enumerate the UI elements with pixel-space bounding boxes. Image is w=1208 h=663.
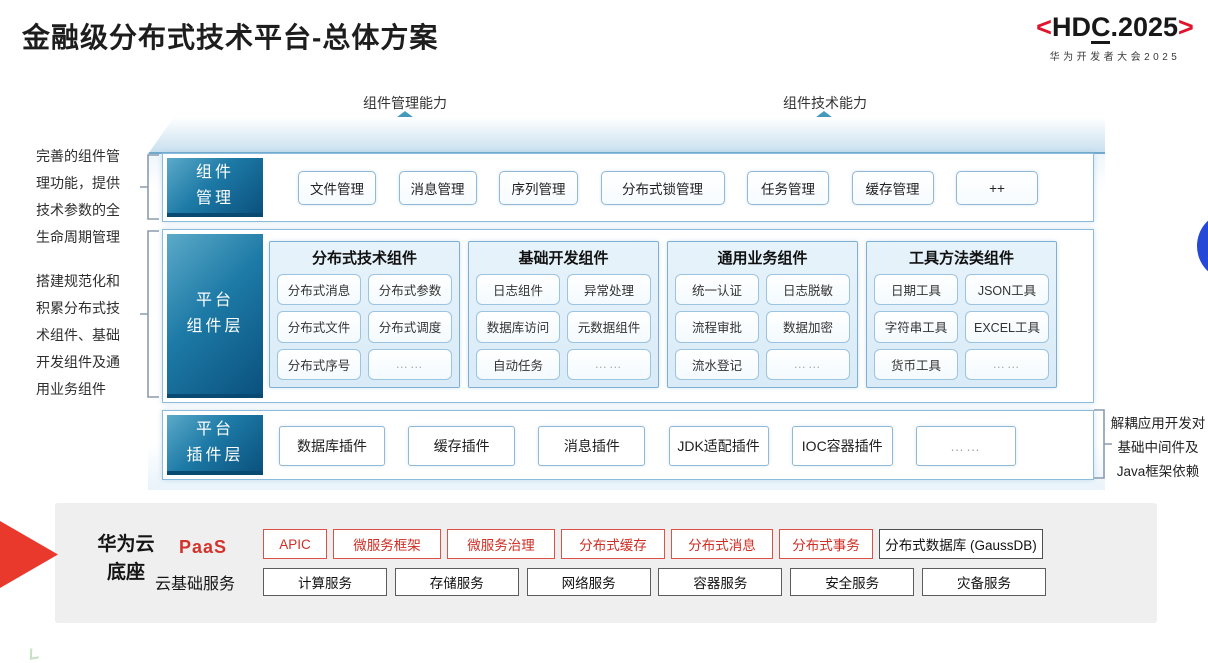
- group-items: 日志组件 异常处理 数据库访问 元数据组件 自动任务 ……: [476, 274, 651, 380]
- logo-subtitle: 华为开发者大会2025: [1049, 52, 1181, 63]
- component-item: 数据库访问: [476, 311, 560, 343]
- component-item: JSON工具: [965, 274, 1049, 306]
- component-mgmt-label: 组件 管理: [167, 158, 263, 217]
- paas-label: PaaS: [179, 537, 228, 557]
- iaas-item: 容器服务: [658, 568, 783, 596]
- red-arrow-icon: [0, 506, 58, 603]
- cloud-basic-services-label: 云基础服务: [155, 576, 236, 593]
- component-item: 货币工具: [874, 348, 958, 380]
- component-item: 日期工具: [874, 274, 958, 306]
- group-items: 日期工具 JSON工具 字符串工具 EXCEL工具 货币工具 ……: [874, 274, 1049, 380]
- paas-item: 分布式消息: [671, 529, 773, 559]
- plugin-item-more: ……: [915, 426, 1016, 466]
- plugin-items: 数据库插件 缓存插件 消息插件 JDK适配插件 IOC容器插件 ……: [279, 426, 1016, 466]
- component-item-more: ……: [965, 348, 1049, 380]
- group-items: 分布式消息 分布式参数 分布式文件 分布式调度 分布式序号 ……: [277, 274, 452, 380]
- iaas-item: 存储服务: [394, 568, 519, 596]
- left-bracket-icon: [140, 230, 159, 398]
- component-item: 统一认证: [675, 274, 759, 306]
- group-utility-methods: 工具方法类组件 日期工具 JSON工具 字符串工具 EXCEL工具 货币工具 ……: [866, 241, 1057, 388]
- logo-text-pre: HD: [1051, 12, 1091, 42]
- paas-item: 分布式缓存: [561, 529, 665, 559]
- component-item: 自动任务: [476, 348, 560, 380]
- plugin-item: 数据库插件: [279, 426, 385, 466]
- mgmt-item: 序列管理: [499, 171, 578, 205]
- component-item: 分布式序号: [277, 348, 361, 380]
- mgmt-item: 消息管理: [398, 171, 477, 205]
- note-platform-components: 搭建规范化和 积累分布式技 术组件、基础 开发组件及通 用业务组件: [36, 273, 120, 397]
- component-item: 日志组件: [476, 274, 560, 306]
- group-distributed-tech: 分布式技术组件 分布式消息 分布式参数 分布式文件 分布式调度 分布式序号 ……: [269, 241, 460, 388]
- tech-capability-label: 组件技术能力: [783, 95, 867, 111]
- group-title: 基础开发组件: [518, 250, 609, 267]
- iaas-item: 安全服务: [790, 568, 915, 596]
- group-basic-dev: 基础开发组件 日志组件 异常处理 数据库访问 元数据组件 自动任务 ……: [468, 241, 659, 388]
- component-item-more: ……: [567, 348, 651, 380]
- plugin-item: 缓存插件: [408, 426, 516, 466]
- note-decoupling: 解耦应用开发对 基础中间件及 Java框架依赖: [1110, 416, 1206, 479]
- right-bracket-icon: [1094, 409, 1112, 479]
- paas-item: 微服务治理: [447, 529, 555, 559]
- component-item: 字符串工具: [874, 311, 958, 343]
- component-item: 流水登记: [675, 348, 759, 380]
- component-item-more: ……: [368, 348, 452, 380]
- cloud-basic-service-items: 计算服务 存储服务 网络服务 容器服务 安全服务 灾备服务: [263, 568, 1046, 596]
- paas-item: 分布式事务: [779, 529, 873, 559]
- component-item: 分布式文件: [277, 311, 361, 343]
- component-item: EXCEL工具: [965, 311, 1049, 343]
- note-component-mgmt: 完善的组件管 理功能，提供 技术参数的全 生命周期管理: [36, 148, 120, 245]
- left-bracket-icon: [140, 154, 159, 220]
- component-item: 分布式参数: [368, 274, 452, 306]
- iaas-item: 计算服务: [263, 568, 387, 596]
- page-title: 金融级分布式技术平台-总体方案: [22, 22, 439, 53]
- logo-text-post: .2025: [1110, 12, 1179, 42]
- platform-components-label: 平台 组件层: [167, 234, 263, 398]
- component-mgmt-items: 文件管理 消息管理 序列管理 分布式锁管理 任务管理 缓存管理 ++: [298, 171, 1038, 205]
- logo-text-underlined: C: [1090, 12, 1111, 44]
- mgmt-item: 文件管理: [298, 171, 376, 205]
- platform-components-row: 平台 组件层 分布式技术组件 分布式消息 分布式参数 分布式文件 分布式调度 分…: [162, 229, 1094, 403]
- group-title: 分布式技术组件: [311, 250, 417, 267]
- component-group-panels: 分布式技术组件 分布式消息 分布式参数 分布式文件 分布式调度 分布式序号 ………: [269, 241, 1057, 388]
- component-item: 日志脱敏: [766, 274, 850, 306]
- gaussdb-item: 分布式数据库 (GaussDB): [879, 529, 1043, 559]
- huawei-cloud-foundation-panel: [55, 503, 1157, 623]
- platform-plugins-row: 平台 插件层 数据库插件 缓存插件 消息插件 JDK适配插件 IOC容器插件 ……: [162, 410, 1094, 480]
- component-item: 元数据组件: [567, 311, 651, 343]
- group-title: 通用业务组件: [717, 250, 808, 267]
- iaas-item: 灾备服务: [921, 568, 1046, 596]
- component-item: 分布式调度: [368, 311, 452, 343]
- hdc-logo-wordmark: < HD C .2025 >: [1022, 12, 1208, 44]
- hdc-logo: < HD C .2025 > 华为开发者大会2025: [1022, 12, 1208, 63]
- platform-plugins-label: 平台 插件层: [167, 415, 263, 475]
- component-item: 分布式消息: [277, 274, 361, 306]
- logo-right-angle-icon: >: [1178, 12, 1194, 42]
- iaas-item: 网络服务: [526, 568, 651, 596]
- component-item: 流程审批: [675, 311, 759, 343]
- stray-artifact: [29, 647, 40, 660]
- paas-item: 微服务框架: [333, 529, 441, 559]
- platform-top-face: [148, 117, 1105, 154]
- foundation-label: 华为云 底座: [97, 534, 155, 583]
- group-items: 统一认证 日志脱敏 流程审批 数据加密 流水登记 ……: [675, 274, 850, 380]
- plugin-item: IOC容器插件: [791, 426, 893, 466]
- plugin-item: JDK适配插件: [668, 426, 769, 466]
- component-mgmt-row: 组件 管理 文件管理 消息管理 序列管理 分布式锁管理 任务管理 缓存管理 ++: [162, 153, 1094, 222]
- mgmt-item: 任务管理: [747, 171, 829, 205]
- plugin-item: 消息插件: [538, 426, 646, 466]
- blue-circle-decoration: [1197, 213, 1208, 279]
- component-item: 数据加密: [766, 311, 850, 343]
- logo-left-angle-icon: <: [1036, 12, 1052, 42]
- mgmt-item-more: ++: [956, 171, 1038, 205]
- component-item: 异常处理: [567, 274, 651, 306]
- mgmt-item: 分布式锁管理: [600, 171, 725, 205]
- mgmt-capability-label: 组件管理能力: [363, 95, 447, 111]
- paas-items: APIC 微服务框架 微服务治理 分布式缓存 分布式消息 分布式事务 分布式数据…: [263, 529, 1043, 559]
- component-item-more: ……: [766, 348, 850, 380]
- group-common-business: 通用业务组件 统一认证 日志脱敏 流程审批 数据加密 流水登记 ……: [667, 241, 858, 388]
- mgmt-item: 缓存管理: [851, 171, 934, 205]
- group-title: 工具方法类组件: [908, 250, 1014, 267]
- paas-item: APIC: [263, 529, 327, 559]
